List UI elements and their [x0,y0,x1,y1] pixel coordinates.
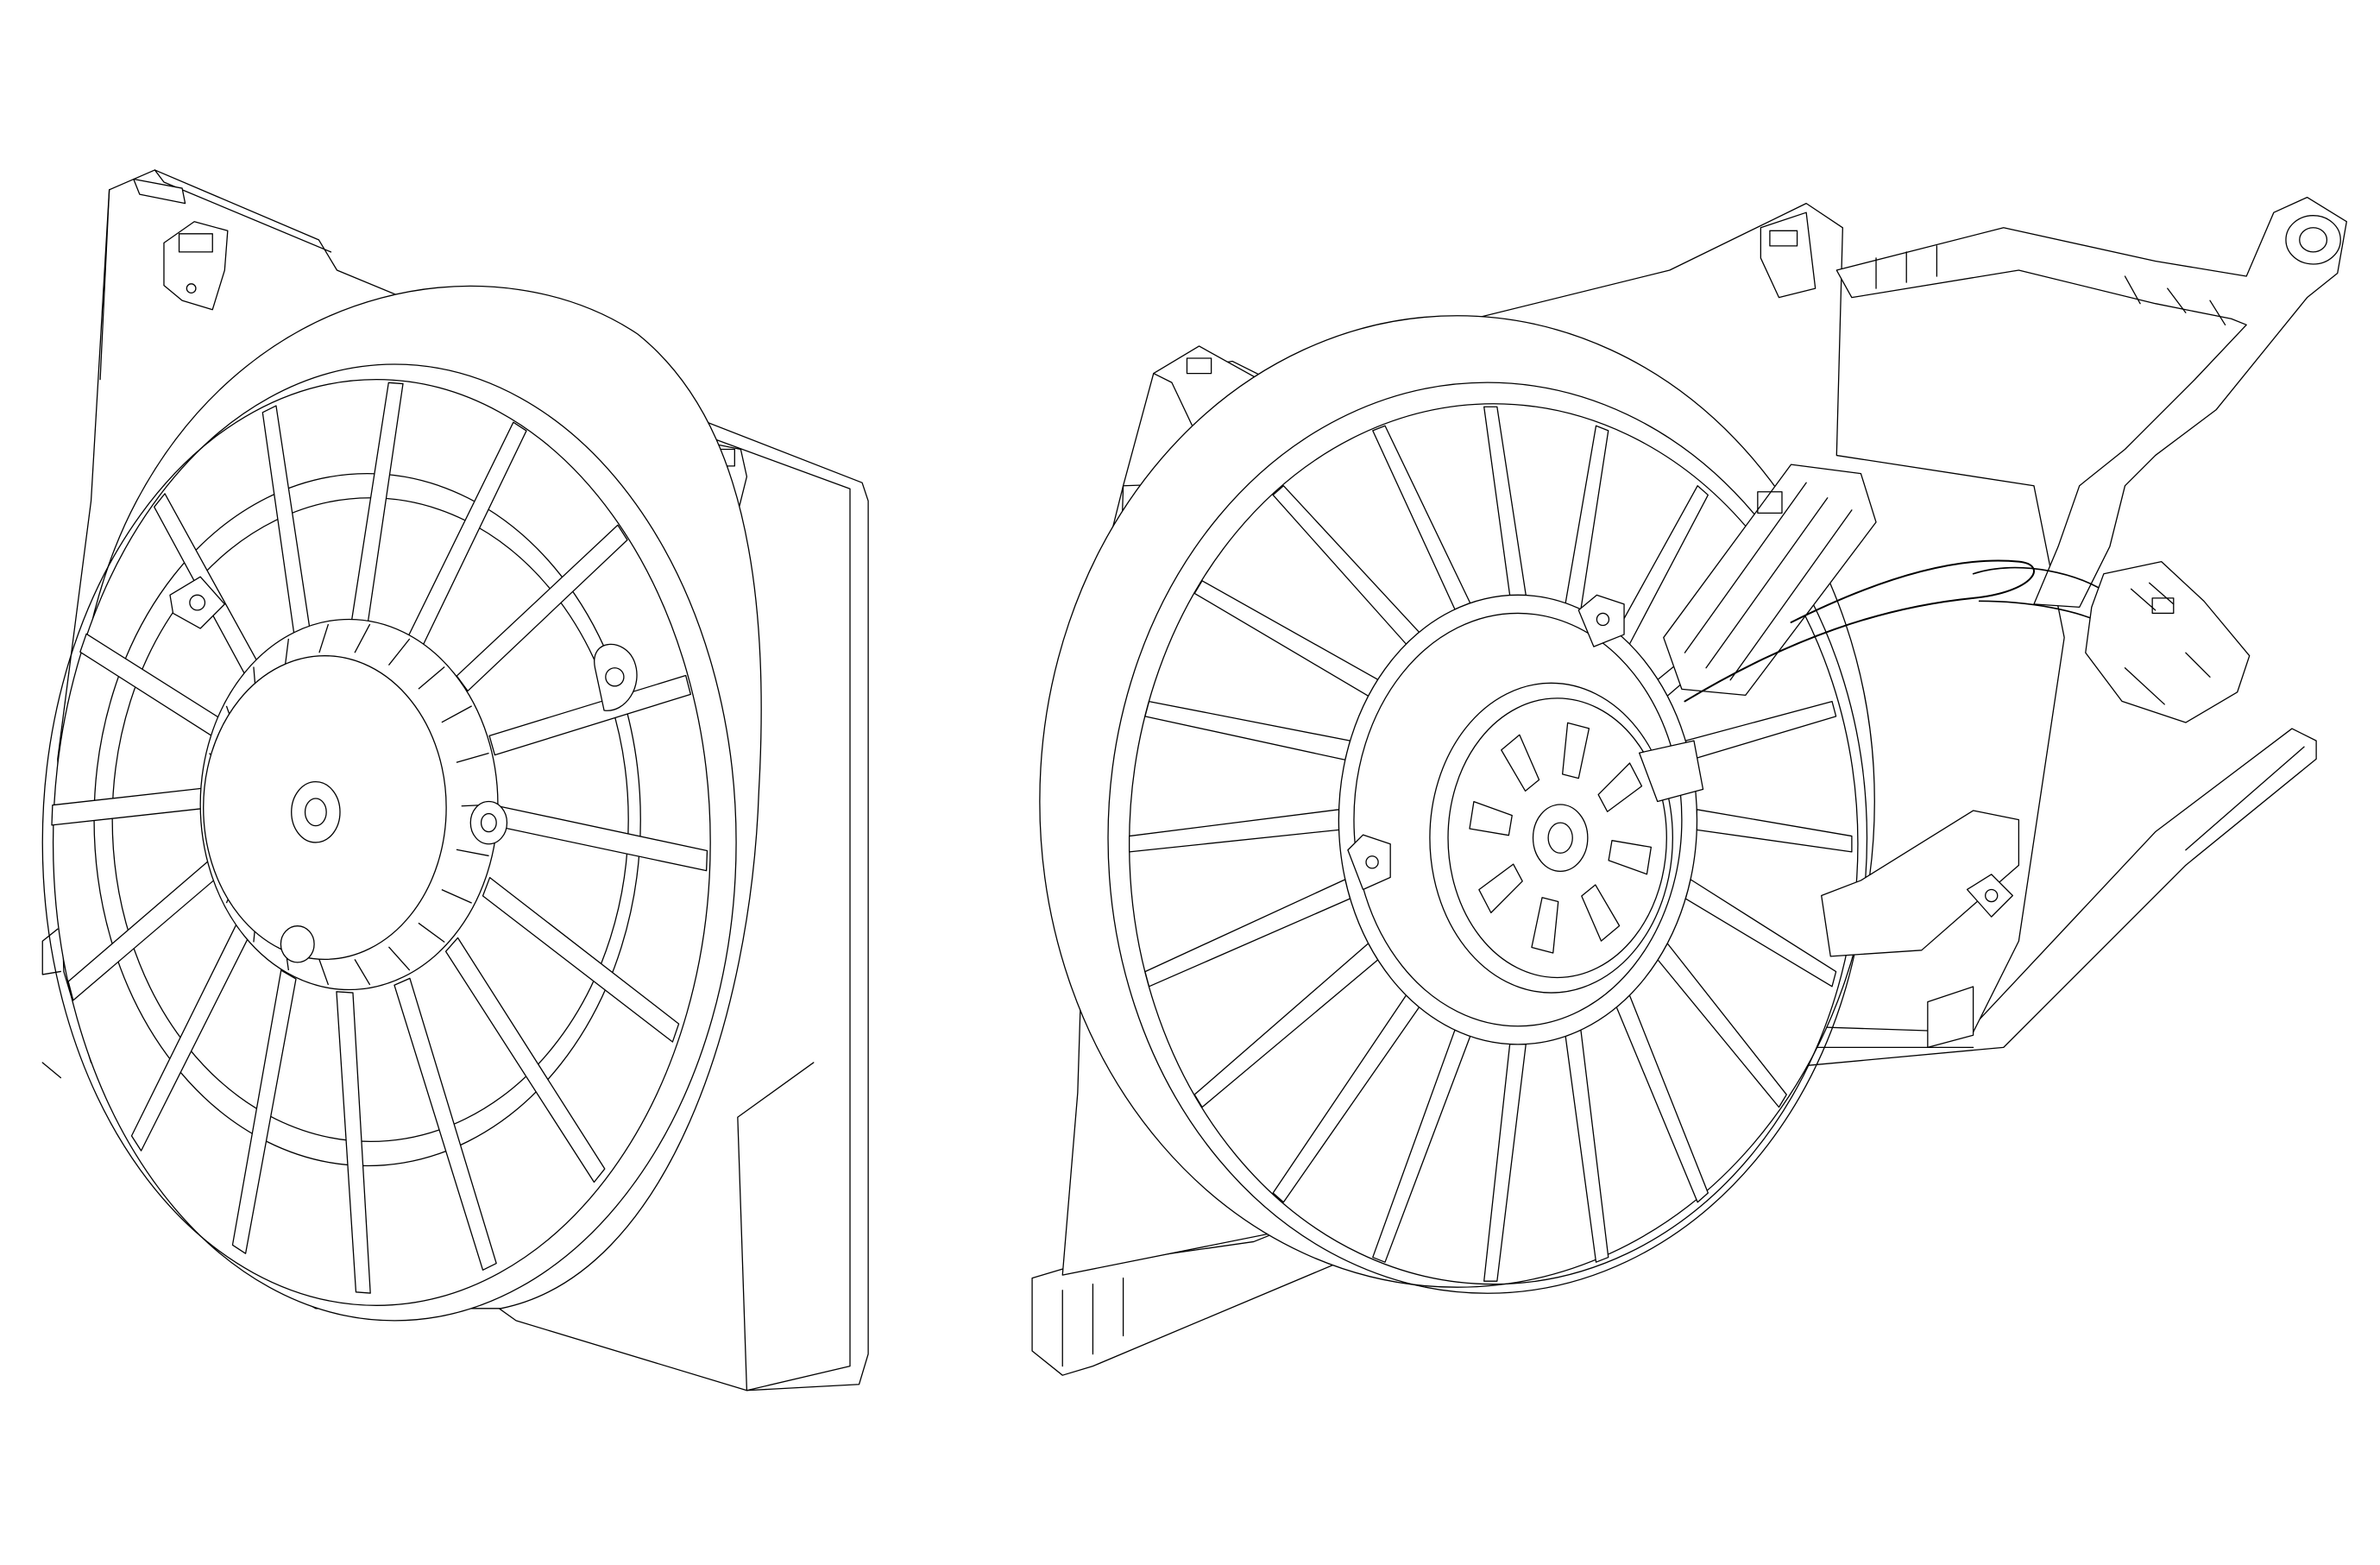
shroud-clip-tab [1760,212,1815,297]
module-clip [1758,492,1782,514]
fan-blade [446,937,605,1182]
resistor-module-ribs [1684,483,1851,680]
motor-vents [1470,723,1651,953]
fan-blade [394,978,496,1270]
motor-end-cap [1448,698,1666,978]
hub-rib [388,947,409,970]
mounting-slot [170,577,224,628]
fan-blade [232,970,296,1253]
frame-side-bracket [1822,811,2019,956]
blade-ring-inner [1354,613,1682,1025]
shroud-clip-slot [1770,230,1798,246]
motor-vent [1532,898,1558,953]
motor-vent [1609,841,1651,874]
hub-rib [388,639,409,666]
harness-bracket-arm [1836,198,2346,608]
motor-shaft [305,798,327,826]
mounting-lug [595,644,637,710]
connector-latch [2125,583,2211,704]
hub-rib [419,923,444,942]
motor-bearing-boss [1533,805,1588,871]
shroud-plate-edge [100,170,850,1391]
motor-vent [1582,885,1620,941]
shroud-clip-tab [134,180,186,204]
hub-rib [456,849,489,855]
motor-vent [1502,735,1539,791]
motor-mount-tab [1640,741,1703,801]
mounting-slot [1968,874,2013,917]
hub-rib [456,754,489,763]
hub-rib [319,959,329,985]
fan-blade [456,525,627,691]
motor-mount-tab [1348,835,1390,889]
wiring-harness [1684,560,2034,701]
hub-bolt [280,926,314,962]
harness-connector [2086,562,2250,723]
hub-rib [419,667,444,690]
hub-rib [319,624,329,653]
connector-lock [2152,598,2174,614]
motor-mount-tab [1578,595,1624,647]
shroud-ring-inner [42,380,710,1306]
frame-rail-detail [1062,747,2304,1366]
cooling-fan-shroud-front-view [42,170,868,1391]
frame-tab [1928,987,1974,1047]
hub-rib [355,624,370,653]
motor-vent [1470,802,1512,836]
hub-rib [286,639,289,666]
bracket-mount-eye [2286,216,2340,264]
hub-rib [355,959,370,985]
bracket-mount-hole [2300,228,2327,252]
hub-bolt [470,801,507,843]
shroud-plate-lower-edge [42,929,814,1391]
shroud-clip-slot [1187,358,1211,374]
motor-vent [1479,864,1522,912]
motor-shaft-boss [292,782,340,842]
cooling-fan-motor-rear-view [1032,198,2346,1376]
bracket-ribs [1876,246,2226,325]
fan-blade [483,878,679,1042]
motor-shaft [1548,823,1572,853]
motor-vent [1563,723,1590,778]
hub-rib [442,706,472,723]
fan-blade [337,992,370,1293]
hub-rib [442,890,472,903]
shroud-clip-tab [164,222,228,310]
resistor-module [1664,464,1876,695]
shroud-ring-rear [1108,382,1867,1293]
motor-vent [1598,763,1641,811]
